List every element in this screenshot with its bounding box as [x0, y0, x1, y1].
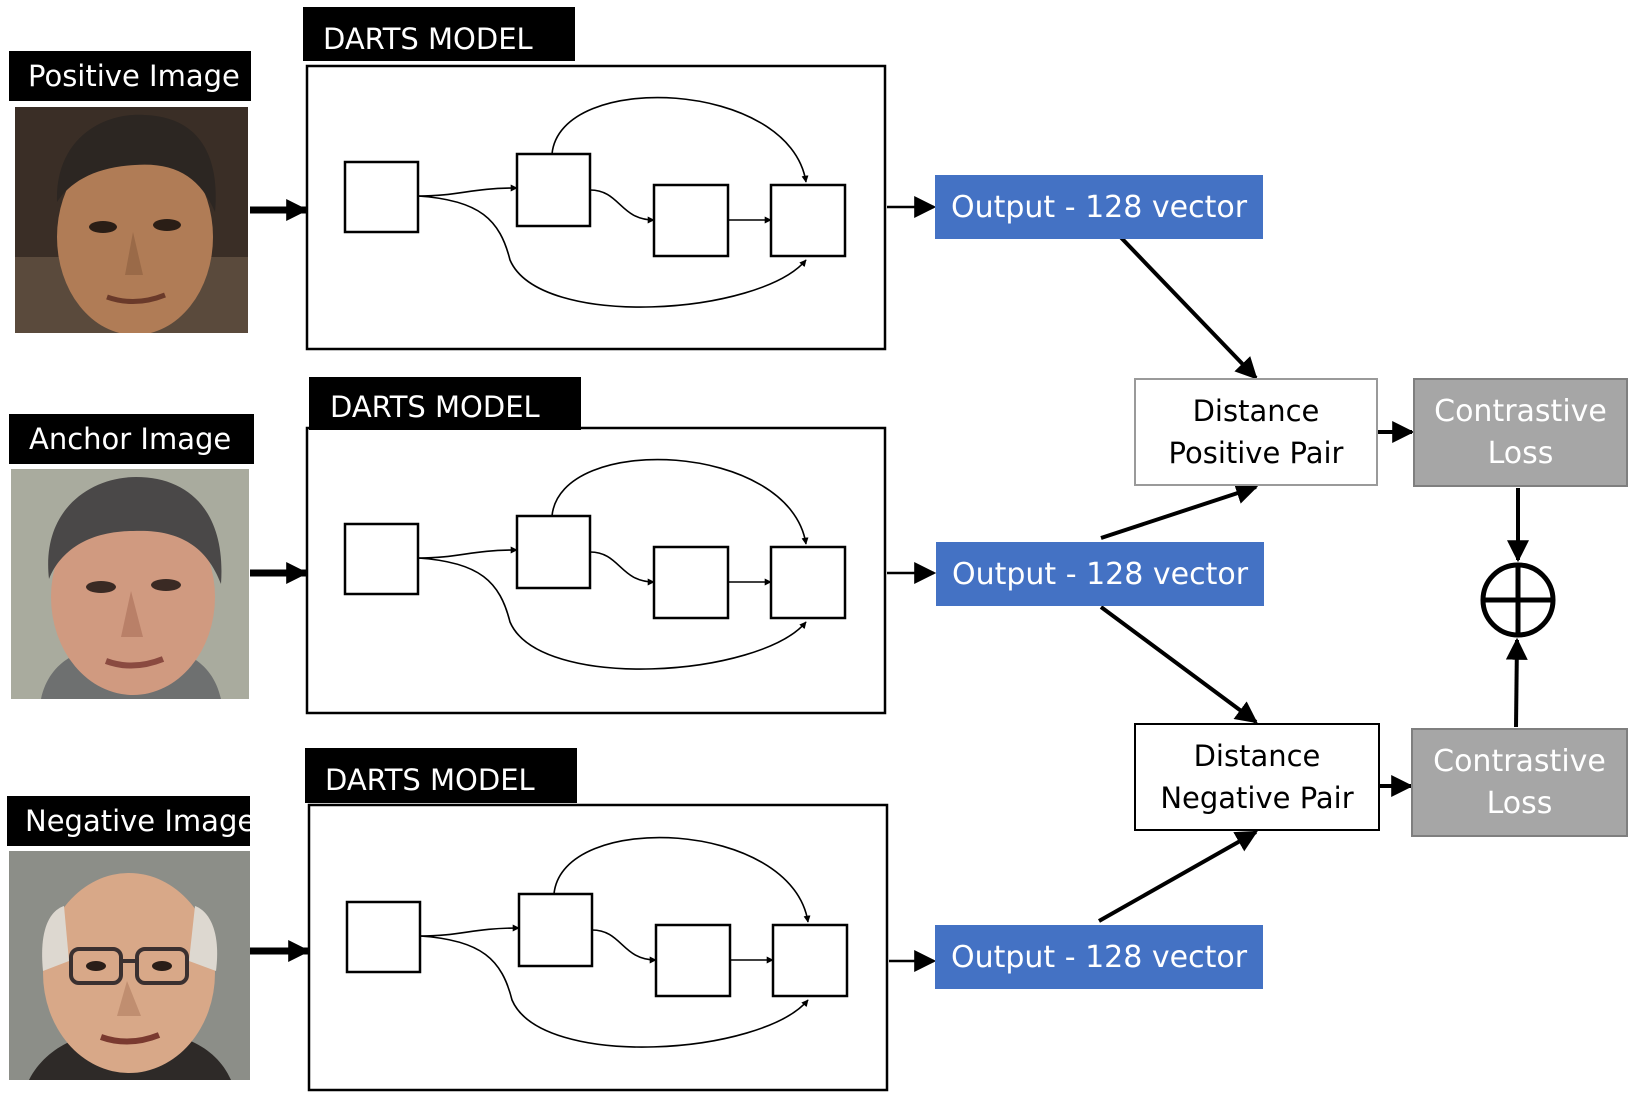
- distance-positive-line1: Distance: [1192, 394, 1320, 428]
- arrow-positive-output-to-distance: [1105, 221, 1258, 380]
- negative-image-label: Negative Image: [7, 796, 255, 846]
- model-label-anchor: DARTS MODEL: [309, 377, 581, 430]
- model-label-negative: DARTS MODEL: [305, 748, 577, 803]
- positive-image-label: Positive Image: [9, 51, 251, 101]
- output-vector-negative: Output - 128 vector: [935, 925, 1263, 989]
- loss-bottom-line2: Loss: [1486, 785, 1553, 821]
- distance-positive-pair-box: Distance Positive Pair: [1134, 378, 1378, 486]
- distance-negative-line1: Distance: [1193, 739, 1321, 773]
- arrow-anchor-output-to-positive-distance: [1100, 482, 1259, 540]
- loss-bottom-line1: Contrastive: [1433, 743, 1606, 779]
- cell-graph-positive: [343, 96, 847, 308]
- model-label-positive: DARTS MODEL: [303, 7, 575, 61]
- contrastive-loss-top: Contrastive Loss: [1413, 378, 1628, 487]
- distance-positive-line2: Positive Pair: [1168, 436, 1344, 470]
- arrow-negative-output-to-distance: [1098, 830, 1258, 923]
- output-vector-anchor: Output - 128 vector: [936, 542, 1264, 606]
- distance-negative-line2: Negative Pair: [1160, 781, 1354, 815]
- cell-graph-negative: [345, 836, 849, 1048]
- cell-graph-anchor: [343, 458, 847, 670]
- anchor-image-label: Anchor Image: [9, 414, 254, 464]
- positive-face-image: [15, 107, 248, 333]
- loss-top-line1: Contrastive: [1434, 393, 1607, 429]
- contrastive-loss-bottom: Contrastive Loss: [1411, 728, 1628, 837]
- output-vector-positive: Output - 128 vector: [935, 175, 1263, 239]
- arrow-anchor-output-to-negative-distance: [1099, 605, 1258, 724]
- arrow-bottom-loss-to-sum: [1505, 637, 1528, 728]
- plus-circle-icon: [1480, 562, 1556, 638]
- distance-negative-pair-box: Distance Negative Pair: [1134, 723, 1380, 831]
- anchor-face-image: [11, 469, 249, 699]
- loss-top-line2: Loss: [1487, 435, 1554, 471]
- negative-face-image: [9, 851, 250, 1080]
